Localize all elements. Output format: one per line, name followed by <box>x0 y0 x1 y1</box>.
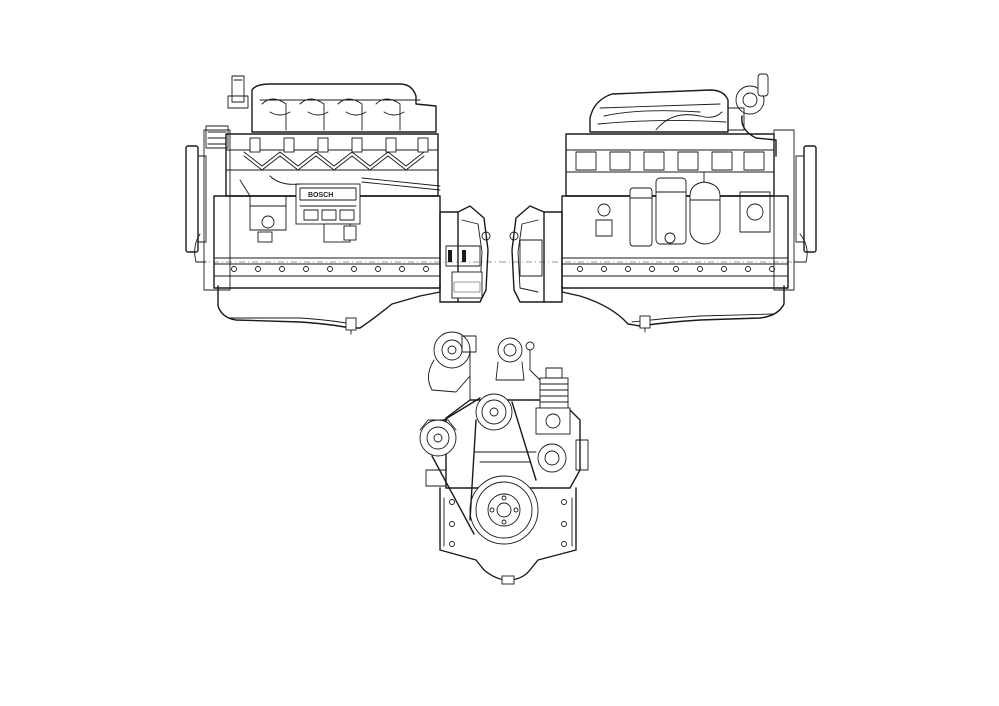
front-thermostat-housing <box>495 337 525 381</box>
right-block-bolts <box>577 266 775 272</box>
engine-front-view <box>419 331 589 585</box>
front-crank-pulley <box>469 475 539 545</box>
front-air-compressor <box>535 367 571 435</box>
right-oil-filter <box>629 177 687 247</box>
right-turbocharger <box>727 73 777 157</box>
front-turbocharger <box>428 331 477 393</box>
left-oil-pan <box>217 285 441 329</box>
front-water-pump-pulley <box>475 393 513 431</box>
right-oil-pan <box>561 285 785 327</box>
left-block-bolts <box>231 266 429 272</box>
left-exhaust-manifold <box>251 83 437 133</box>
right-flywheel-housing <box>509 205 563 303</box>
front-fan-belt <box>431 397 537 535</box>
right-fuel-filter <box>689 171 721 245</box>
engine-right-side-view <box>500 73 817 333</box>
right-front-pulley <box>803 145 817 253</box>
fuel-injection-pump: BOSCH <box>249 183 361 243</box>
front-alternator <box>419 419 457 457</box>
right-intake-manifold <box>589 89 729 133</box>
right-head-ports <box>575 151 765 171</box>
left-flywheel-housing <box>439 205 491 303</box>
left-injectors <box>249 137 429 153</box>
pump-brand-label: BOSCH <box>308 192 333 199</box>
left-front-pulley <box>185 145 199 253</box>
left-injector-lines <box>243 151 425 167</box>
front-housing-bolts <box>449 499 567 547</box>
engine-left-side-view: BOSCH <box>185 75 500 335</box>
